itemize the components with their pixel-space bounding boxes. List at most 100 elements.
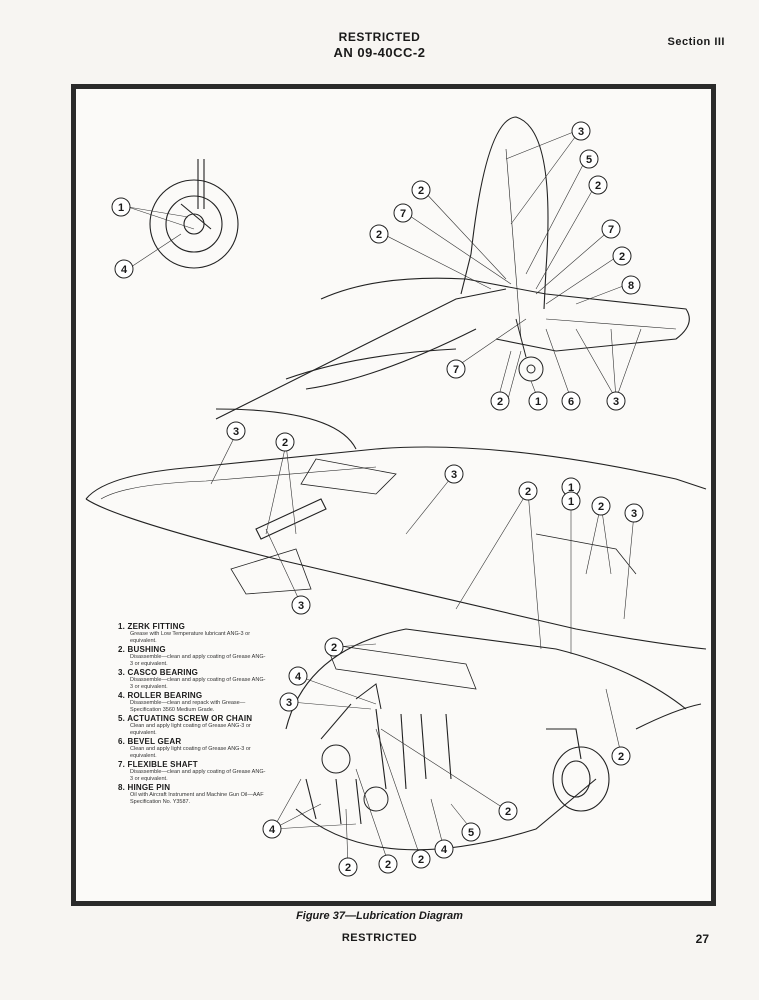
callout-marker: 6 (561, 391, 581, 411)
callout-number: 7 (453, 364, 459, 376)
callout-number: 3 (233, 426, 239, 438)
callout-number: 3 (613, 396, 619, 408)
callout-marker: 2 (612, 246, 632, 266)
legend-item-desc: Oil with Aircraft Instrument and Machine… (130, 792, 264, 805)
callout-marker: 2 (378, 854, 398, 874)
callout-marker: 2 (498, 801, 518, 821)
header-classification: RESTRICTED (338, 30, 421, 44)
callout-number: 3 (631, 508, 637, 520)
callout-marker: 2 (411, 849, 431, 869)
callout-marker: 5 (461, 822, 481, 842)
callout-marker: 3 (571, 121, 591, 141)
callout-number: 3 (451, 469, 457, 481)
callout-number: 4 (269, 824, 276, 836)
callout-number: 4 (121, 264, 128, 276)
leader-lines (127, 128, 642, 868)
legend-item-title: 3. CASCO BEARING (118, 668, 199, 677)
callout-number: 2 (618, 751, 624, 763)
callout-number: 1 (118, 202, 124, 214)
callout-marker: 2 (591, 496, 611, 516)
callout-marker: 7 (446, 359, 466, 379)
callout-number: 2 (505, 806, 511, 818)
callout-number: 2 (619, 251, 625, 263)
document-number: AN 09-40CC-2 (333, 45, 426, 60)
legend-item-title: 6. BEVEL GEAR (118, 737, 182, 746)
callout-number: 1 (535, 396, 541, 408)
callout-marker: 2 (369, 224, 389, 244)
callout-number: 2 (418, 185, 424, 197)
legend-item-title: 5. ACTUATING SCREW OR CHAIN (118, 714, 253, 723)
legend-item-desc: Disassemble—clean and apply coating of G… (130, 654, 266, 667)
callout-marker: 7 (601, 219, 621, 239)
callout-marker: 3 (226, 421, 246, 441)
callout-number: 3 (578, 126, 584, 138)
callout-marker: 2 (588, 175, 608, 195)
callout-number: 2 (376, 229, 382, 241)
lubrication-diagram: 1 1 4 3 5 2 2 7 2 7 2 8 7 2 1 6 3 3 2 3 … (85, 116, 707, 877)
wheel-detail (149, 159, 239, 269)
callout-number: 6 (568, 396, 574, 408)
callout-marker: 2 (324, 637, 344, 657)
callout-number: 3 (298, 600, 304, 612)
callout-marker: 4 (114, 259, 134, 279)
callout-group: 1 1 4 3 5 2 2 7 2 7 2 8 7 2 1 6 3 3 2 3 … (111, 121, 644, 877)
legend-item-desc: Grease with Low Temperature lubricant AN… (130, 631, 251, 644)
callout-marker: 2 (611, 746, 631, 766)
legend-item-desc: Clean and apply light coating of Grease … (130, 746, 251, 759)
callout-marker: 1 (561, 491, 581, 511)
callout-marker: 3 (624, 503, 644, 523)
aircraft-outline (85, 116, 707, 851)
callout-number: 4 (295, 671, 302, 683)
legend-item-desc: Disassemble—clean and apply coating of G… (130, 769, 266, 782)
callout-marker: 2 (490, 391, 510, 411)
callout-number: 5 (468, 827, 474, 839)
callout-number: 2 (345, 862, 351, 874)
legend-item-title: 2. BUSHING (118, 645, 166, 654)
callout-number: 2 (331, 642, 337, 654)
callout-number: 2 (525, 486, 531, 498)
legend-item-title: 4. ROLLER BEARING (118, 691, 203, 700)
legend-item-title: 7. FLEXIBLE SHAFT (118, 760, 198, 769)
callout-marker: 3 (279, 692, 299, 712)
callout-marker: 2 (518, 481, 538, 501)
callout-number: 5 (586, 154, 592, 166)
callout-marker: 7 (393, 203, 413, 223)
cockpit-detail (320, 683, 389, 812)
callout-marker: 3 (291, 595, 311, 615)
legend-item-desc: Clean and apply light coating of Grease … (130, 723, 251, 736)
callout-number: 2 (418, 854, 424, 866)
callout-number: 2 (595, 180, 601, 192)
callout-marker: 1 (111, 197, 131, 217)
footer-classification: RESTRICTED (341, 932, 418, 944)
callout-marker: 3 (444, 464, 464, 484)
callout-number: 2 (598, 501, 604, 513)
callout-marker: 4 (262, 819, 282, 839)
callout-marker: 5 (579, 149, 599, 169)
callout-marker: 2 (275, 432, 295, 452)
section-label: Section III (667, 36, 725, 48)
callout-number: 2 (385, 859, 391, 871)
callout-number: 7 (400, 208, 406, 220)
callout-number: 1 (568, 482, 574, 494)
callout-marker: 2 (411, 180, 431, 200)
callout-marker: 4 (288, 666, 308, 686)
legend-item-desc: Disassemble—clean and repack with Grease… (130, 700, 246, 713)
main-wheel (546, 728, 610, 812)
callout-number: 8 (628, 280, 634, 292)
callout-marker: 4 (434, 839, 454, 859)
callout-marker: 8 (621, 275, 641, 295)
legend-item-title: 8. HINGE PIN (118, 783, 171, 792)
callout-marker: 3 (606, 391, 626, 411)
legend-item-desc: Disassemble—clean and apply coating of G… (130, 677, 266, 690)
legend-item-title: 1. ZERK FITTING (118, 622, 185, 631)
figure-caption: Figure 37—Lubrication Diagram (296, 910, 463, 922)
callout-number: 3 (286, 697, 292, 709)
callout-number: 1 (568, 496, 574, 508)
